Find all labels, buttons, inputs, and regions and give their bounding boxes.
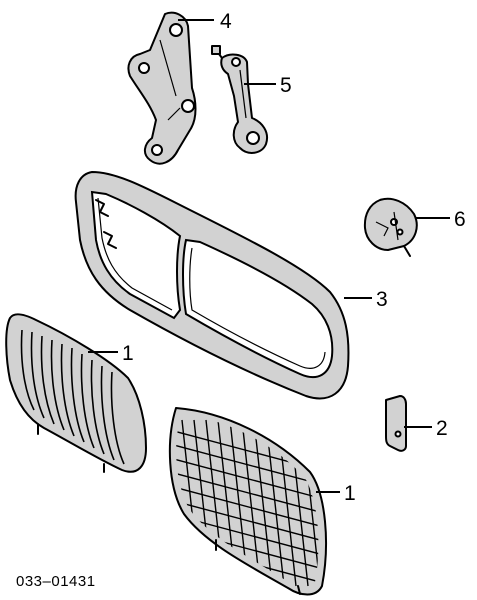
bracket-part-4: [127, 11, 197, 165]
diagram-code: 033–01431: [16, 573, 96, 590]
callout-6: 6: [454, 208, 466, 231]
callout-1-left: 1: [122, 342, 134, 365]
callout-1-right: 1: [344, 482, 356, 505]
link-arm-part-5: [211, 45, 268, 154]
grille-frame-part-3: [74, 171, 350, 400]
clip-part-6: [363, 197, 418, 257]
callout-5: 5: [280, 74, 292, 97]
callout-4: 4: [220, 10, 232, 33]
leader-lines: [88, 19, 450, 493]
callout-2: 2: [436, 417, 448, 440]
grille-insert-right-part-1: [168, 407, 327, 596]
grille-insert-left-part-1: [5, 313, 147, 473]
bracket-part-2: [385, 395, 407, 452]
callout-3: 3: [376, 288, 388, 311]
